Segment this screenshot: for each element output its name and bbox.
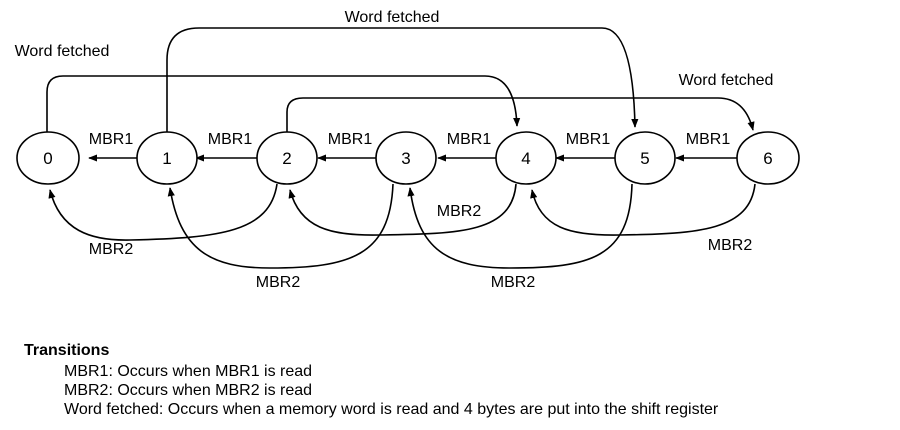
state-node-0: 0: [16, 131, 80, 185]
edge-label-mbr2-5-3: MBR2: [491, 274, 536, 291]
legend-item-word-fetched: Word fetched: Occurs when a memory word …: [64, 401, 719, 418]
state-node-6: 6: [736, 131, 800, 185]
legend-title: Transitions: [24, 342, 110, 359]
edge-mbr2-4-to-2: [288, 183, 517, 236]
edge-label-word-2-6: Word fetched: [679, 72, 774, 89]
edge-label-mbr1-3-2: MBR1: [328, 131, 373, 148]
state-node-2: 2: [256, 131, 318, 185]
edge-word-1-to-5: [166, 27, 639, 132]
state-label-5: 5: [640, 149, 649, 168]
state-node-5: 5: [614, 131, 676, 185]
legend-item-mbr2: MBR2: Occurs when MBR2 is read: [64, 382, 313, 399]
state-label-4: 4: [521, 149, 530, 168]
edge-label-word-0-4: Word fetched: [15, 43, 110, 60]
edge-label-mbr2-3-1: MBR2: [256, 274, 301, 291]
state-label-3: 3: [401, 149, 410, 168]
edge-word-2-to-6: [286, 97, 755, 132]
edge-mbr2-5-to-3: [407, 183, 633, 269]
edge-label-word-1-5: Word fetched: [345, 9, 440, 26]
edge-label-mbr2-4-2: MBR2: [437, 203, 482, 220]
state-label-2: 2: [282, 149, 291, 168]
state-label-1: 1: [162, 149, 171, 168]
edge-label-mbr1-2-1: MBR1: [208, 131, 253, 148]
edge-word-0-to-4: [46, 75, 521, 132]
state-node-3: 3: [375, 131, 437, 185]
edge-mbr2-6-to-4: [530, 183, 756, 236]
edge-mbr2-2-to-0: [48, 183, 278, 241]
edge-label-mbr2-6-4: MBR2: [708, 237, 753, 254]
state-label-6: 6: [763, 149, 772, 168]
edge-label-mbr2-2-0: MBR2: [89, 241, 134, 258]
edge-label-mbr1-5-4: MBR1: [566, 131, 611, 148]
edge-label-mbr1-6-5: MBR1: [686, 131, 731, 148]
edge-label-mbr1-4-3: MBR1: [447, 131, 492, 148]
legend-item-mbr1: MBR1: Occurs when MBR1 is read: [64, 363, 313, 380]
edge-mbr2-3-to-1: [167, 183, 394, 269]
state-node-1: 1: [136, 131, 198, 185]
state-label-0: 0: [43, 149, 52, 168]
edge-label-mbr1-1-0: MBR1: [89, 131, 134, 148]
transitions-legend: Transitions MBR1: Occurs when MBR1 is re…: [24, 342, 718, 419]
state-node-4: 4: [495, 131, 557, 185]
